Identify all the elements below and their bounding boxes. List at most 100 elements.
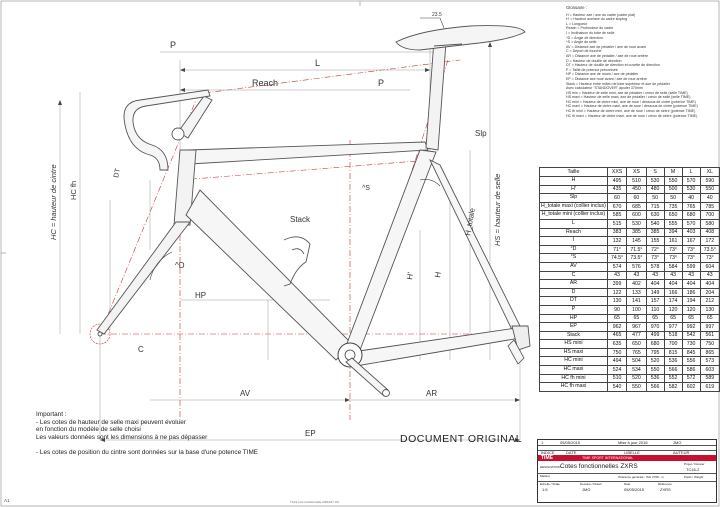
table-cell: 149	[645, 287, 665, 298]
header-size: L	[681, 167, 701, 177]
table-cell: 71°	[606, 244, 628, 255]
table-cell: 584	[663, 261, 683, 272]
row-label: D	[539, 287, 608, 298]
sheet-format-mark: A1	[4, 498, 10, 503]
table-cell: 43	[626, 270, 647, 281]
glossary: Glossaire : H = Hauteur axe / axe du cad…	[566, 6, 716, 118]
table-cell: 540	[645, 218, 665, 229]
label-c: C	[138, 345, 144, 354]
table-cell: 578	[645, 261, 665, 272]
echelle-value: 1:5	[542, 487, 548, 492]
glossary-line: HC fh mini = Hauteur de cintre mini, axe…	[566, 109, 696, 114]
glossary-line: Stack = Hauteur entre milieu de tube sup…	[566, 81, 670, 86]
table-cell: 120	[681, 304, 701, 315]
glossary-line: P = Taille de potence préconisée	[566, 67, 618, 72]
table-cell: 561	[699, 330, 720, 341]
label-p-mid: P	[378, 78, 384, 88]
table-cell: 700	[663, 339, 683, 349]
table-cell: 186	[681, 287, 701, 298]
table-cell: 73°	[663, 253, 683, 263]
table-cell: 394	[663, 227, 683, 238]
footer-note: TC21 zxrs fonctionnelle 20/04/17 JM	[290, 500, 339, 504]
table-cell: 73°	[663, 244, 683, 255]
row-label: HC fh mini	[539, 373, 608, 384]
table-cell: 408	[699, 227, 720, 238]
table-cell: 499	[645, 330, 665, 341]
derailleur	[507, 339, 525, 365]
table-cell: 765	[681, 201, 701, 212]
glossary-line: Avec calculateur "STANDOVER" ajouter 370…	[566, 86, 643, 91]
table-cell: 572	[681, 373, 701, 384]
table-cell: 680	[645, 339, 665, 349]
company-name: TIME SPORT INTERNATIONAL	[582, 456, 634, 460]
brand-bar: TIME TIME SPORT INTERNATIONAL	[538, 455, 716, 461]
table-cell: 785	[699, 201, 720, 212]
label-p-top: P	[170, 40, 176, 50]
glossary-line: AV = Distance axe de pédalier / axe de r…	[566, 44, 646, 49]
brand-logo: TIME	[541, 455, 553, 461]
echelle-label: Echelle / Scale	[540, 482, 560, 486]
table-cell: 865	[699, 347, 720, 358]
table-cell: 520	[626, 373, 647, 384]
note-line	[36, 441, 336, 449]
table-cell: 495	[606, 176, 628, 186]
glossary-line: C = Déport de fourche	[566, 49, 602, 54]
row-label: H_totale mini (collier inclus)	[539, 210, 608, 220]
col-libelle: LIBELLE	[624, 450, 640, 455]
table-cell: 970	[645, 322, 665, 332]
table-cell: 550	[626, 382, 647, 392]
table-cell: 536	[663, 356, 683, 367]
rev-index: 1	[541, 440, 544, 445]
table-cell: 385	[626, 227, 647, 238]
table-cell: 845	[681, 347, 701, 358]
table-cell: 130	[606, 296, 628, 306]
glossary-line: ^S = Angle de selle	[566, 40, 597, 45]
header-size: XXS	[606, 167, 628, 177]
project-label: Projet / Dossier	[684, 462, 705, 466]
table-cell: 586	[681, 365, 701, 375]
row-label: Reach	[539, 227, 608, 238]
table-cell: 685	[626, 201, 647, 212]
table-cell: 700	[699, 210, 720, 220]
table-cell: 555	[663, 218, 683, 229]
label-hc-fh: HC fh	[69, 181, 78, 200]
label-stack: Stack	[290, 215, 311, 224]
table-cell: 765	[626, 347, 647, 358]
label-reach: Reach	[252, 78, 278, 88]
table-cell: 566	[663, 365, 683, 375]
glossary-line: L = Longueur	[566, 21, 588, 26]
table-cell: 404	[645, 279, 665, 289]
label-hs: HS = hauteur de selle	[493, 174, 502, 246]
table-cell: 50	[645, 193, 665, 203]
label-h: H	[433, 271, 443, 278]
table-cell: 65	[681, 313, 701, 324]
note-line: - Les cotes de position du cintre sont d…	[36, 448, 259, 456]
table-cell: 500	[663, 184, 683, 195]
glossary-line: HC mini = Hauteur de cintre mini, axe de…	[566, 99, 696, 104]
label-angle-d: ^D	[175, 261, 185, 270]
table-cell: 65	[626, 313, 647, 324]
arrow-heads	[58, 42, 520, 442]
rev-text: Mise à jour 2016	[618, 440, 648, 445]
table-cell: 404	[681, 279, 701, 289]
table-cell: 43	[681, 270, 701, 281]
table-cell: 404	[699, 279, 720, 289]
table-cell: 73°	[645, 253, 665, 263]
table-cell: 570	[681, 176, 701, 186]
row-label: P	[539, 304, 608, 315]
table-cell: 204	[699, 287, 720, 298]
table-cell: 650	[663, 210, 683, 220]
document-original-stamp: DOCUMENT ORIGINAL	[400, 433, 523, 445]
row-label: AR	[539, 279, 608, 289]
row-label: EP	[539, 322, 608, 332]
table-cell: 585	[606, 210, 628, 220]
front-hub-circle	[89, 323, 111, 345]
table-cell: 132	[606, 236, 628, 246]
table-cell: 43	[606, 270, 628, 281]
